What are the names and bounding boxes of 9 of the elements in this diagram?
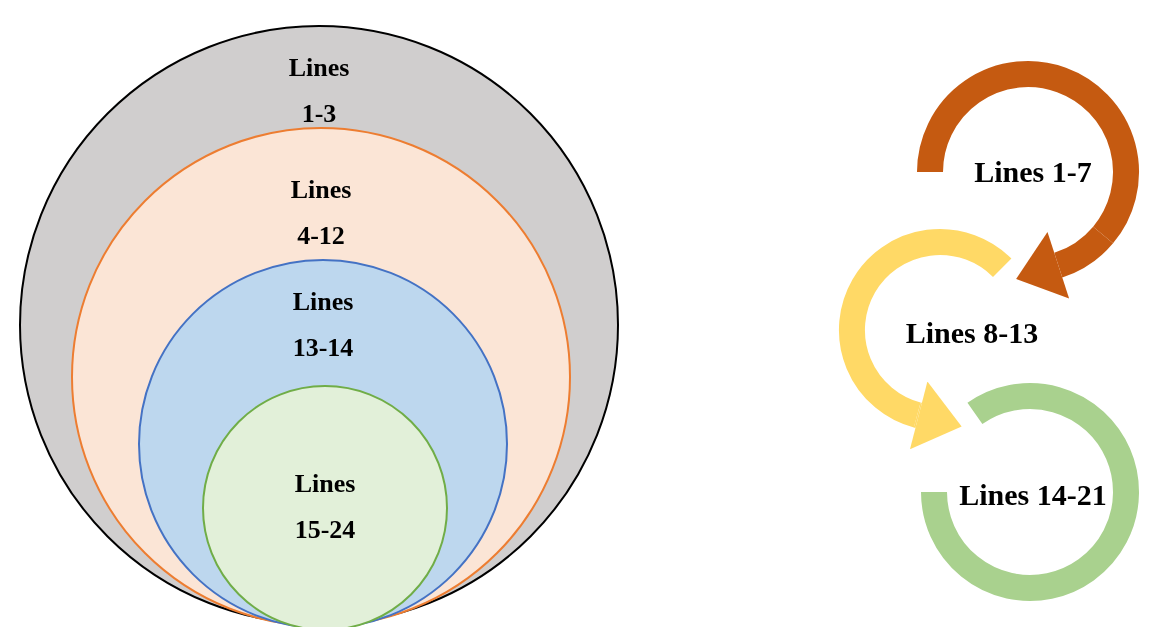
circle-label: Lines 15-24 bbox=[293, 468, 357, 546]
ring-label: Lines 1-7 bbox=[974, 155, 1092, 189]
ring-label: Lines 8-13 bbox=[905, 316, 1039, 350]
ring-label: Lines 14-21 bbox=[959, 478, 1107, 512]
curved-arrow bbox=[1016, 226, 1113, 298]
circle-label: Lines 13-14 bbox=[291, 286, 355, 364]
circle-label: Lines 1-3 bbox=[287, 52, 351, 130]
curved-arrow bbox=[909, 381, 962, 450]
circle-label: Lines 4-12 bbox=[289, 174, 353, 252]
